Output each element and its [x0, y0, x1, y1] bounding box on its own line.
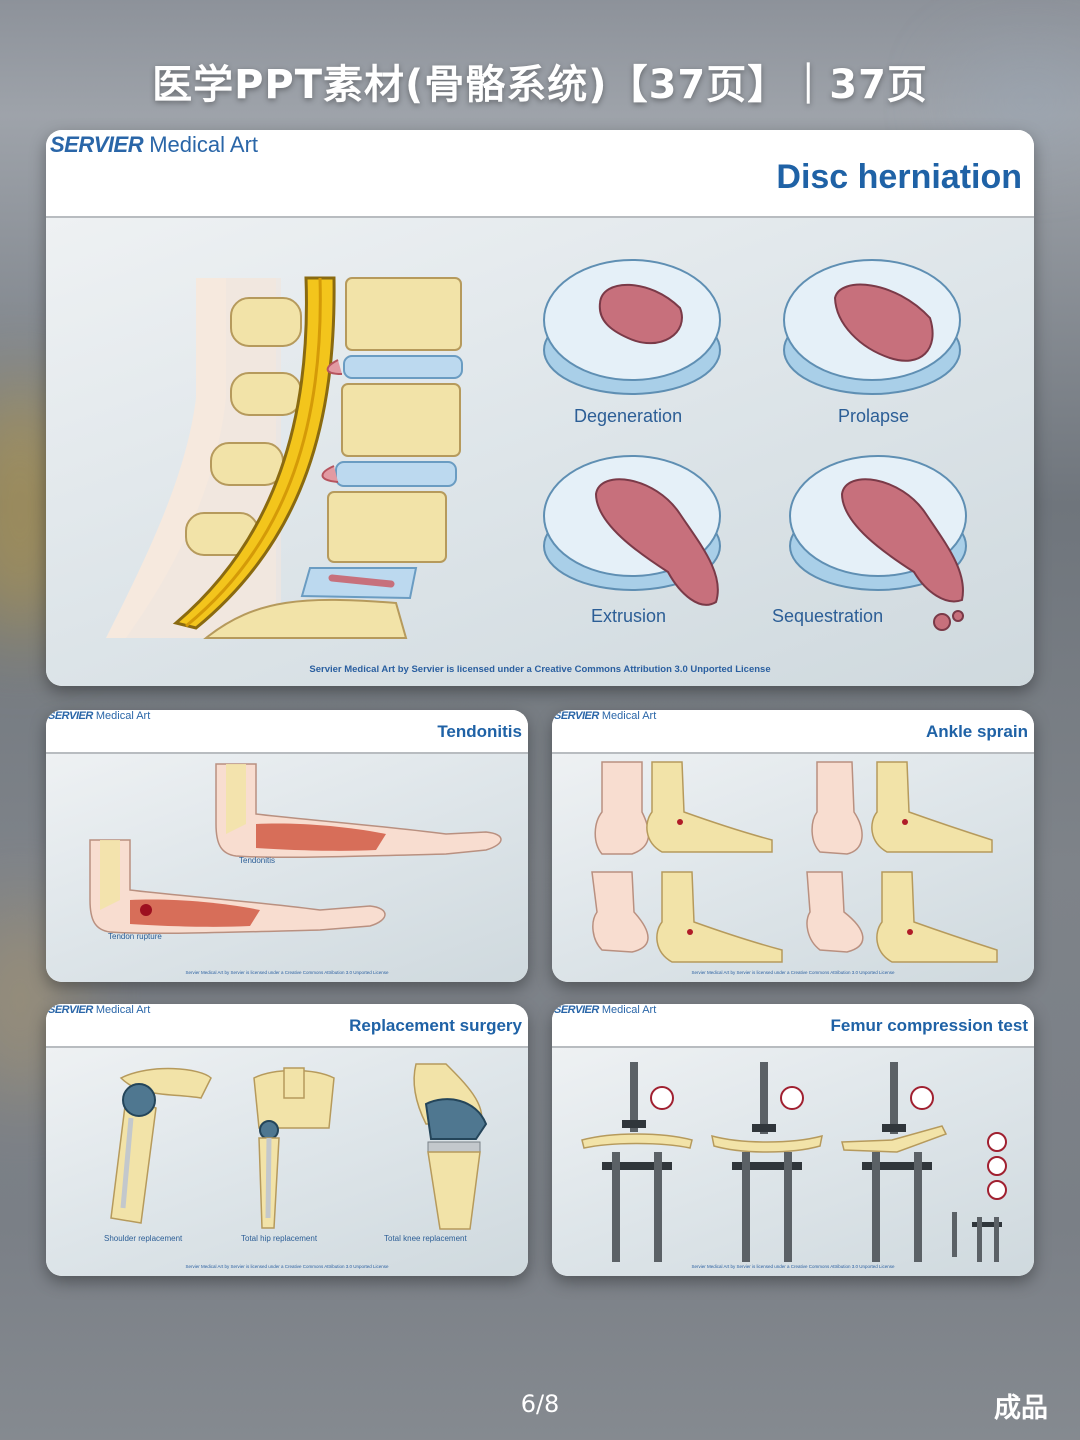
license-text: Servier Medical Art by Servier is licens…	[185, 1264, 389, 1269]
slide-ankle-sprain[interactable]: SERVIER Medical Art Ankle sprain Servier…	[552, 710, 1034, 982]
slide-title: Tendonitis	[437, 722, 522, 741]
femur-test-illustration	[581, 1062, 1007, 1262]
slide-header: SERVIER Medical Art Tendonitis	[46, 710, 528, 754]
slide-header: SERVIER Medical Art Replacement surgery	[46, 1004, 528, 1048]
caption-shoulder-replacement: Shoulder replacement	[104, 1234, 183, 1243]
disc-sequestration-illustration	[789, 455, 967, 631]
servier-logo: SERVIER Medical Art	[554, 1004, 657, 1016]
ankle-sprain-illustration	[591, 761, 998, 963]
hip-replacement-illustration	[253, 1067, 335, 1229]
license-text: Servier Medical Art by Servier is licens…	[691, 970, 895, 975]
slide-title: Replacement surgery	[349, 1016, 522, 1035]
license-text: Servier Medical Art by Servier is licens…	[309, 664, 771, 675]
servier-logo: SERVIER Medical Art	[48, 710, 151, 722]
done-label[interactable]: 成品	[994, 1393, 1048, 1424]
servier-logo: SERVIER Medical Art	[50, 132, 259, 157]
license-text: Servier Medical Art by Servier is licens…	[691, 1264, 895, 1269]
slide-femur-compression-test[interactable]: SERVIER Medical Art Femur compression te…	[552, 1004, 1034, 1276]
arm-tendon-rupture-illustration	[89, 839, 386, 935]
slide-header: SERVIER Medical Art Disc herniation	[46, 130, 1034, 218]
caption-knee-replacement: Total knee replacement	[384, 1234, 467, 1243]
slide-title: Ankle sprain	[925, 722, 1028, 741]
caption-degeneration: Degeneration	[574, 406, 683, 426]
slide-disc-herniation[interactable]: SERVIER Medical Art Disc herniation	[46, 130, 1034, 686]
slide-body: Degeneration Prolapse Extrusion Sequestr…	[46, 218, 1034, 686]
slide-title: Disc herniation	[776, 158, 1022, 196]
disc-extrusion-illustration	[543, 455, 721, 606]
disc-degeneration-illustration	[543, 259, 721, 395]
slide-body: Tendonitis Tendon rupture Servier Medica…	[46, 754, 528, 982]
caption-sequestration: Sequestration	[772, 606, 884, 626]
caption-prolapse: Prolapse	[838, 406, 910, 426]
lumbar-spine-illustration	[106, 276, 463, 639]
caption-hip-replacement: Total hip replacement	[241, 1234, 318, 1243]
caption-tendonitis: Tendonitis	[239, 856, 276, 865]
slide-body: Servier Medical Art by Servier is licens…	[552, 754, 1034, 982]
page-indicator: 6/8	[520, 1390, 560, 1418]
page-title: 医学PPT素材(骨骼系统)【37页】｜37页	[152, 62, 928, 108]
license-text: Servier Medical Art by Servier is licens…	[185, 970, 389, 975]
slide-header: SERVIER Medical Art Femur compression te…	[552, 1004, 1034, 1048]
caption-extrusion: Extrusion	[591, 606, 667, 626]
shoulder-replacement-illustration	[110, 1067, 212, 1224]
disc-prolapse-illustration	[783, 259, 961, 395]
slide-tendonitis[interactable]: SERVIER Medical Art Tendonitis Tendoniti…	[46, 710, 528, 982]
slide-replacement-surgery[interactable]: SERVIER Medical Art Replacement surgery …	[46, 1004, 528, 1276]
arm-tendonitis-illustration	[215, 763, 502, 859]
slide-header: SERVIER Medical Art Ankle sprain	[552, 710, 1034, 754]
knee-replacement-illustration	[413, 1063, 488, 1230]
background-blur	[960, 60, 1080, 140]
servier-logo: SERVIER Medical Art	[48, 1004, 151, 1016]
slide-body: Shoulder replacement Total hip replaceme…	[46, 1048, 528, 1276]
servier-logo: SERVIER Medical Art	[554, 710, 657, 722]
slide-body: Servier Medical Art by Servier is licens…	[552, 1048, 1034, 1276]
caption-tendon-rupture: Tendon rupture	[108, 932, 162, 941]
slide-title: Femur compression test	[830, 1016, 1028, 1035]
